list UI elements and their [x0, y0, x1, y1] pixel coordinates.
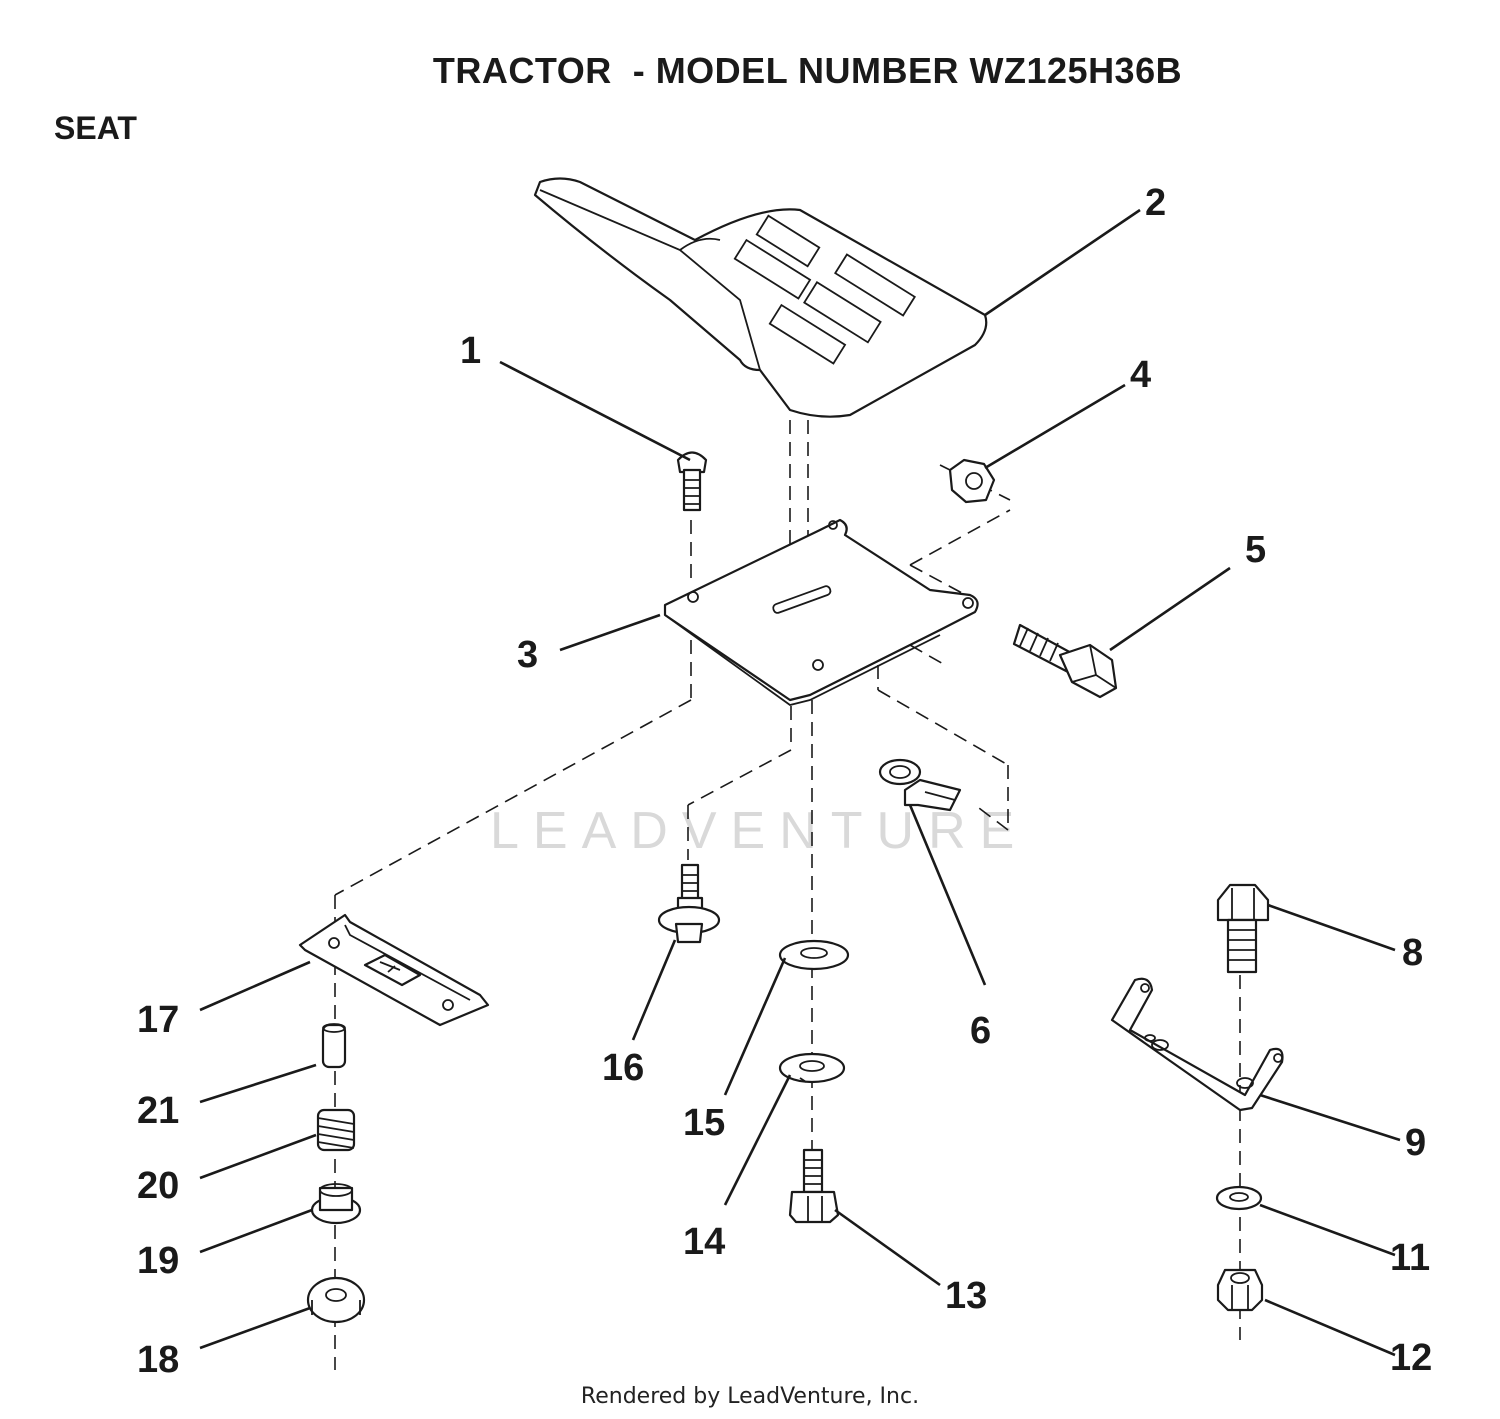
washer-part [1215, 1185, 1263, 1211]
callout-1: 1 [460, 330, 481, 372]
hex-bolt-part [1012, 623, 1118, 699]
flat-washer-part [778, 939, 850, 971]
section-title: SEAT [54, 110, 137, 146]
seat-part [533, 177, 988, 418]
callout-11: 11 [1390, 1237, 1430, 1279]
callout-6: 6 [970, 1010, 991, 1052]
spring-part [316, 1108, 356, 1152]
callout-8: 8 [1402, 932, 1423, 974]
carriage-bolt-part [676, 451, 708, 512]
callout-17: 17 [137, 999, 179, 1041]
callout-5: 5 [1245, 529, 1266, 571]
callout-15: 15 [683, 1102, 725, 1144]
cap-screw-part [1216, 883, 1270, 974]
assembly-lines [334, 420, 1241, 1370]
callout-19: 19 [137, 1240, 179, 1282]
bracket-part [1110, 977, 1284, 1112]
shoulder-bolt-part [657, 863, 721, 944]
callout-9: 9 [1405, 1122, 1426, 1164]
callout-13: 13 [945, 1275, 987, 1317]
page-title: TRACTOR - MODEL NUMBER WZ125H36B [432, 50, 1183, 91]
leader-lines [199, 208, 1401, 1357]
bushing-part [310, 1183, 362, 1225]
callout-21: 21 [137, 1090, 179, 1132]
callout-16: 16 [602, 1047, 644, 1089]
seat-plate-part [663, 518, 979, 706]
callout-2: 2 [1145, 182, 1166, 224]
lock-washer-part [778, 1052, 846, 1084]
callout-4: 4 [1130, 354, 1151, 396]
callout-20: 20 [137, 1165, 179, 1207]
callout-numbers: 1 2 3 4 5 6 8 9 11 12 13 14 15 16 17 18 … [137, 182, 1432, 1381]
lock-nut-part [1216, 1268, 1264, 1312]
pin-part [321, 1023, 347, 1069]
callout-3: 3 [517, 634, 538, 676]
footer-credit: Rendered by LeadVenture, Inc. [580, 1384, 920, 1409]
latch-plate-part [298, 913, 490, 1027]
hex-nut-part [948, 458, 996, 504]
hex-head-bolt-part [788, 1148, 840, 1224]
callout-18: 18 [137, 1339, 179, 1381]
flange-nut-part [306, 1276, 366, 1324]
watermark-text: LEADVENTURE [490, 802, 1028, 860]
wire-clip-part [878, 758, 962, 812]
callout-12: 12 [1390, 1337, 1432, 1379]
callout-14: 14 [683, 1221, 725, 1263]
